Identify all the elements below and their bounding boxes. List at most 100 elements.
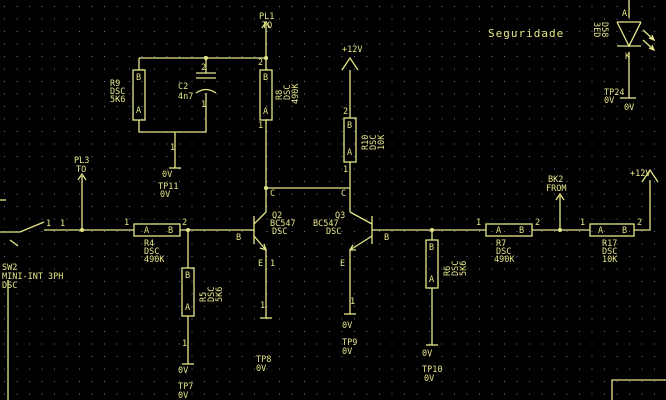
tp9-ground[interactable]: 1 0V TP9 0V [342,297,357,357]
r4-value: 490K [144,255,165,265]
r9-pin-a: A [136,106,141,116]
pl1-value: TO [262,21,272,31]
tp24-ground[interactable]: TP24 0V 0V [604,88,636,113]
r6-ref: R6 [443,266,453,276]
bk2-ref: BK2 [548,175,563,185]
tp24-gnd-bottom: 0V [624,103,634,113]
r7-pin-a: A [496,226,501,236]
tp8-pin-1: 1 [260,301,265,311]
q2-transistor[interactable]: C B E Q2 BC547 DSC 1 [236,189,296,269]
tp9-ref: TP9 [342,338,357,348]
grid-dots [4,6,655,395]
q3-pin-b: B [384,233,389,243]
r4-pin-a: A [144,226,149,236]
r10-value: 10K [377,134,387,150]
r8-pin-1: 1 [258,121,263,131]
tp8-ref: TP8 [256,355,271,365]
tp7-ground[interactable]: 1 0V TP7 0V [178,339,194,400]
r17-ref: R17 [602,239,617,249]
r8-pin-2: 2 [258,58,263,68]
r8-resistor[interactable]: B A 2 1 R8 DSC 490K [258,58,301,131]
r6-pin-b: B [429,243,434,253]
q3-package: DSC [326,227,341,237]
tp10-ground[interactable]: 0V TP10 0V [422,344,442,384]
r17-pin-2: 2 [637,218,642,228]
c2-capacitor[interactable]: C2 4n7 2 1 [178,63,217,110]
r5-ref: R5 [199,292,209,302]
r5-pin-a: A [185,303,190,313]
pl1-connector[interactable]: PL1 TO [259,12,274,31]
r7-pin-b: B [519,226,524,236]
r8-pin-b: B [263,73,268,83]
vcc-label-1: +12V [342,45,362,55]
q2-package: DSC [272,227,287,237]
tp8-gnd: 0V [256,364,266,374]
r4-ref: R4 [144,239,154,249]
r8-ref: R8 [275,90,285,100]
r4-package: DSC [144,247,159,257]
vcc-r10[interactable]: +12V [341,45,362,71]
r8-value: 490K [291,83,301,104]
r7-resistor[interactable]: A B 1 2 R7 DSC 490K [476,218,540,265]
bk2-connector[interactable]: BK2 FROM [546,175,566,201]
tp11-ground[interactable]: 1 0V TP11 0V [158,143,181,200]
led-package: 3ED [591,22,601,37]
r9-resistor[interactable]: B A R9 DSC 5K6 [110,69,146,121]
r5-resistor[interactable]: B A R5 DSC 5K6 [181,267,225,317]
tp7-ref: TP7 [178,382,193,392]
r8-pin-a: A [263,107,268,117]
r9-value: 5K6 [110,95,125,105]
c2-ref: C2 [178,82,188,92]
r10-pin-b: B [347,121,352,131]
r10-package: DSC [369,135,379,150]
r17-resistor[interactable]: A B 1 2 R17 DSC 10K [580,218,642,265]
r4-resistor[interactable]: A B 1 2 R4 DSC 490K [124,218,187,265]
led-d58[interactable]: A K D58 3ED [591,9,656,62]
q2-ref: Q2 [272,211,282,221]
r7-pin-1: 1 [476,218,481,228]
q3-transistor[interactable]: C B E Q3 BC547 DSC [313,189,389,269]
r7-package: DSC [496,247,511,257]
pl1-ref: PL1 [259,12,274,22]
r10-ref: R10 [361,135,371,150]
q2-pin-e: E [258,259,263,269]
q3-value: BC547 [313,219,339,229]
q2-pin-c: C [270,189,275,199]
tp24-gnd: 0V [604,96,614,106]
r6-pin-a: A [429,275,434,285]
pl3-ref: PL3 [74,156,89,166]
tp11-ref: TP11 [158,182,178,192]
q2-value: BC547 [270,219,296,229]
vcc-r17[interactable]: +12V [630,168,659,183]
r17-package: DSC [602,247,617,257]
bk2-value: FROM [546,184,566,194]
r6-value: 5K6 [459,261,469,276]
sw2-package: DSC [2,281,17,291]
tp9-gnd-top: 0V [342,321,352,331]
pl3-value: TO [76,165,86,175]
c2-pin-2: 2 [201,63,206,73]
tp11-pin-1: 1 [170,143,175,153]
tp10-gnd-top: 0V [422,349,432,359]
r9-ref: R9 [110,79,120,89]
r17-pin-b: B [622,226,627,236]
led-pin-a: A [622,9,627,19]
r4-pin-1: 1 [124,218,129,228]
sheet-title: Seguridade [488,27,564,40]
r17-pin-1: 1 [580,218,585,228]
tp7-pin-1: 1 [182,339,187,349]
r5-value: 5K6 [215,287,225,302]
r5-package: DSC [207,287,217,302]
r6-resistor[interactable]: B A R6 DSC 5K6 [425,239,469,289]
c2-value: 4n7 [178,92,193,102]
q3-pin-c: C [341,189,346,199]
sw2-switch[interactable]: 1 1 SW2 MINI-INT 3PH DSC [2,219,65,291]
pl3-connector[interactable]: PL3 TO [74,156,89,181]
r9-package: DSC [110,87,125,97]
tp7-gnd-top: 0V [178,366,188,376]
tp8-ground[interactable]: 1 TP8 0V [256,301,272,374]
r10-resistor[interactable]: B A 2 1 R10 DSC 10K [343,107,387,175]
